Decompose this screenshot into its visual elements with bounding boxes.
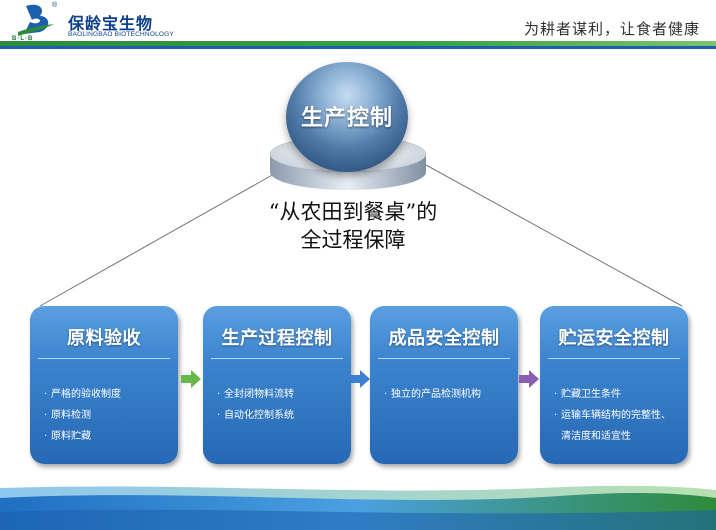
stage-item: 独立的产品检测机构	[384, 384, 510, 405]
divider	[38, 358, 170, 359]
stage-title: 贮运安全控制	[558, 328, 670, 349]
stage-box-storage-transport: 贮运安全控制 贮藏卫生条件 运输车辆结构的完整性、清洁度和适宜性	[540, 306, 688, 464]
company-name: 保龄宝生物	[68, 14, 154, 33]
stage-item: 贮藏卫生条件	[554, 384, 680, 405]
divider	[378, 358, 510, 359]
arrow-right-icon	[181, 370, 201, 388]
stage-items: 贮藏卫生条件 运输车辆结构的完整性、清洁度和适宜性	[554, 384, 680, 447]
stage-box-product-safety: 成品安全控制 独立的产品检测机构	[370, 306, 518, 464]
stage-items: 严格的验收制度 原料检测 原料贮藏	[44, 384, 170, 447]
hub-sphere: 生产控制	[286, 62, 408, 172]
header-blue-bar	[0, 46, 716, 49]
stage-box-raw-material: 原料验收 严格的验收制度 原料检测 原料贮藏	[30, 306, 178, 464]
stage-box-production: 生产过程控制 全封闭物料流转 自动化控制系统	[203, 306, 351, 464]
divider	[548, 358, 680, 359]
arrow-right-icon	[519, 370, 539, 388]
stage-title: 成品安全控制	[388, 328, 500, 349]
stage-item: 原料检测	[44, 405, 170, 426]
arrow-right-icon	[350, 370, 370, 388]
header: ® B·L·B 保龄宝生物 BAOLINGBAO BIOTECHNOLOGY 为…	[0, 0, 716, 50]
logo-mark-text: B·L·B	[12, 36, 34, 42]
hub-subtitle-line1: “从农田到餐桌”的	[268, 200, 438, 224]
registered-mark: ®	[52, 2, 58, 9]
company-name-en: BAOLINGBAO BIOTECHNOLOGY	[68, 31, 174, 38]
stage-item: 原料贮藏	[44, 426, 170, 447]
stage-item: 自动化控制系统	[217, 405, 343, 426]
footer-wave	[0, 485, 716, 530]
stage-title: 生产过程控制	[221, 328, 333, 349]
header-green-bar	[0, 41, 716, 46]
hub-subtitle: “从农田到餐桌”的 全过程保障	[218, 198, 488, 254]
stage-title: 原料验收	[67, 328, 141, 349]
stage-items: 独立的产品检测机构	[384, 384, 510, 405]
slogan: 为耕者谋利，让食者健康	[523, 20, 700, 38]
stage-items: 全封闭物料流转 自动化控制系统	[217, 384, 343, 426]
stage-item: 运输车辆结构的完整性、清洁度和适宜性	[554, 405, 680, 447]
stage-item: 严格的验收制度	[44, 384, 170, 405]
divider	[211, 358, 343, 359]
company-logo-icon	[18, 4, 54, 36]
stage-item: 全封闭物料流转	[217, 384, 343, 405]
hub-title: 生产控制	[300, 106, 393, 131]
hub-subtitle-line2: 全过程保障	[300, 228, 406, 252]
